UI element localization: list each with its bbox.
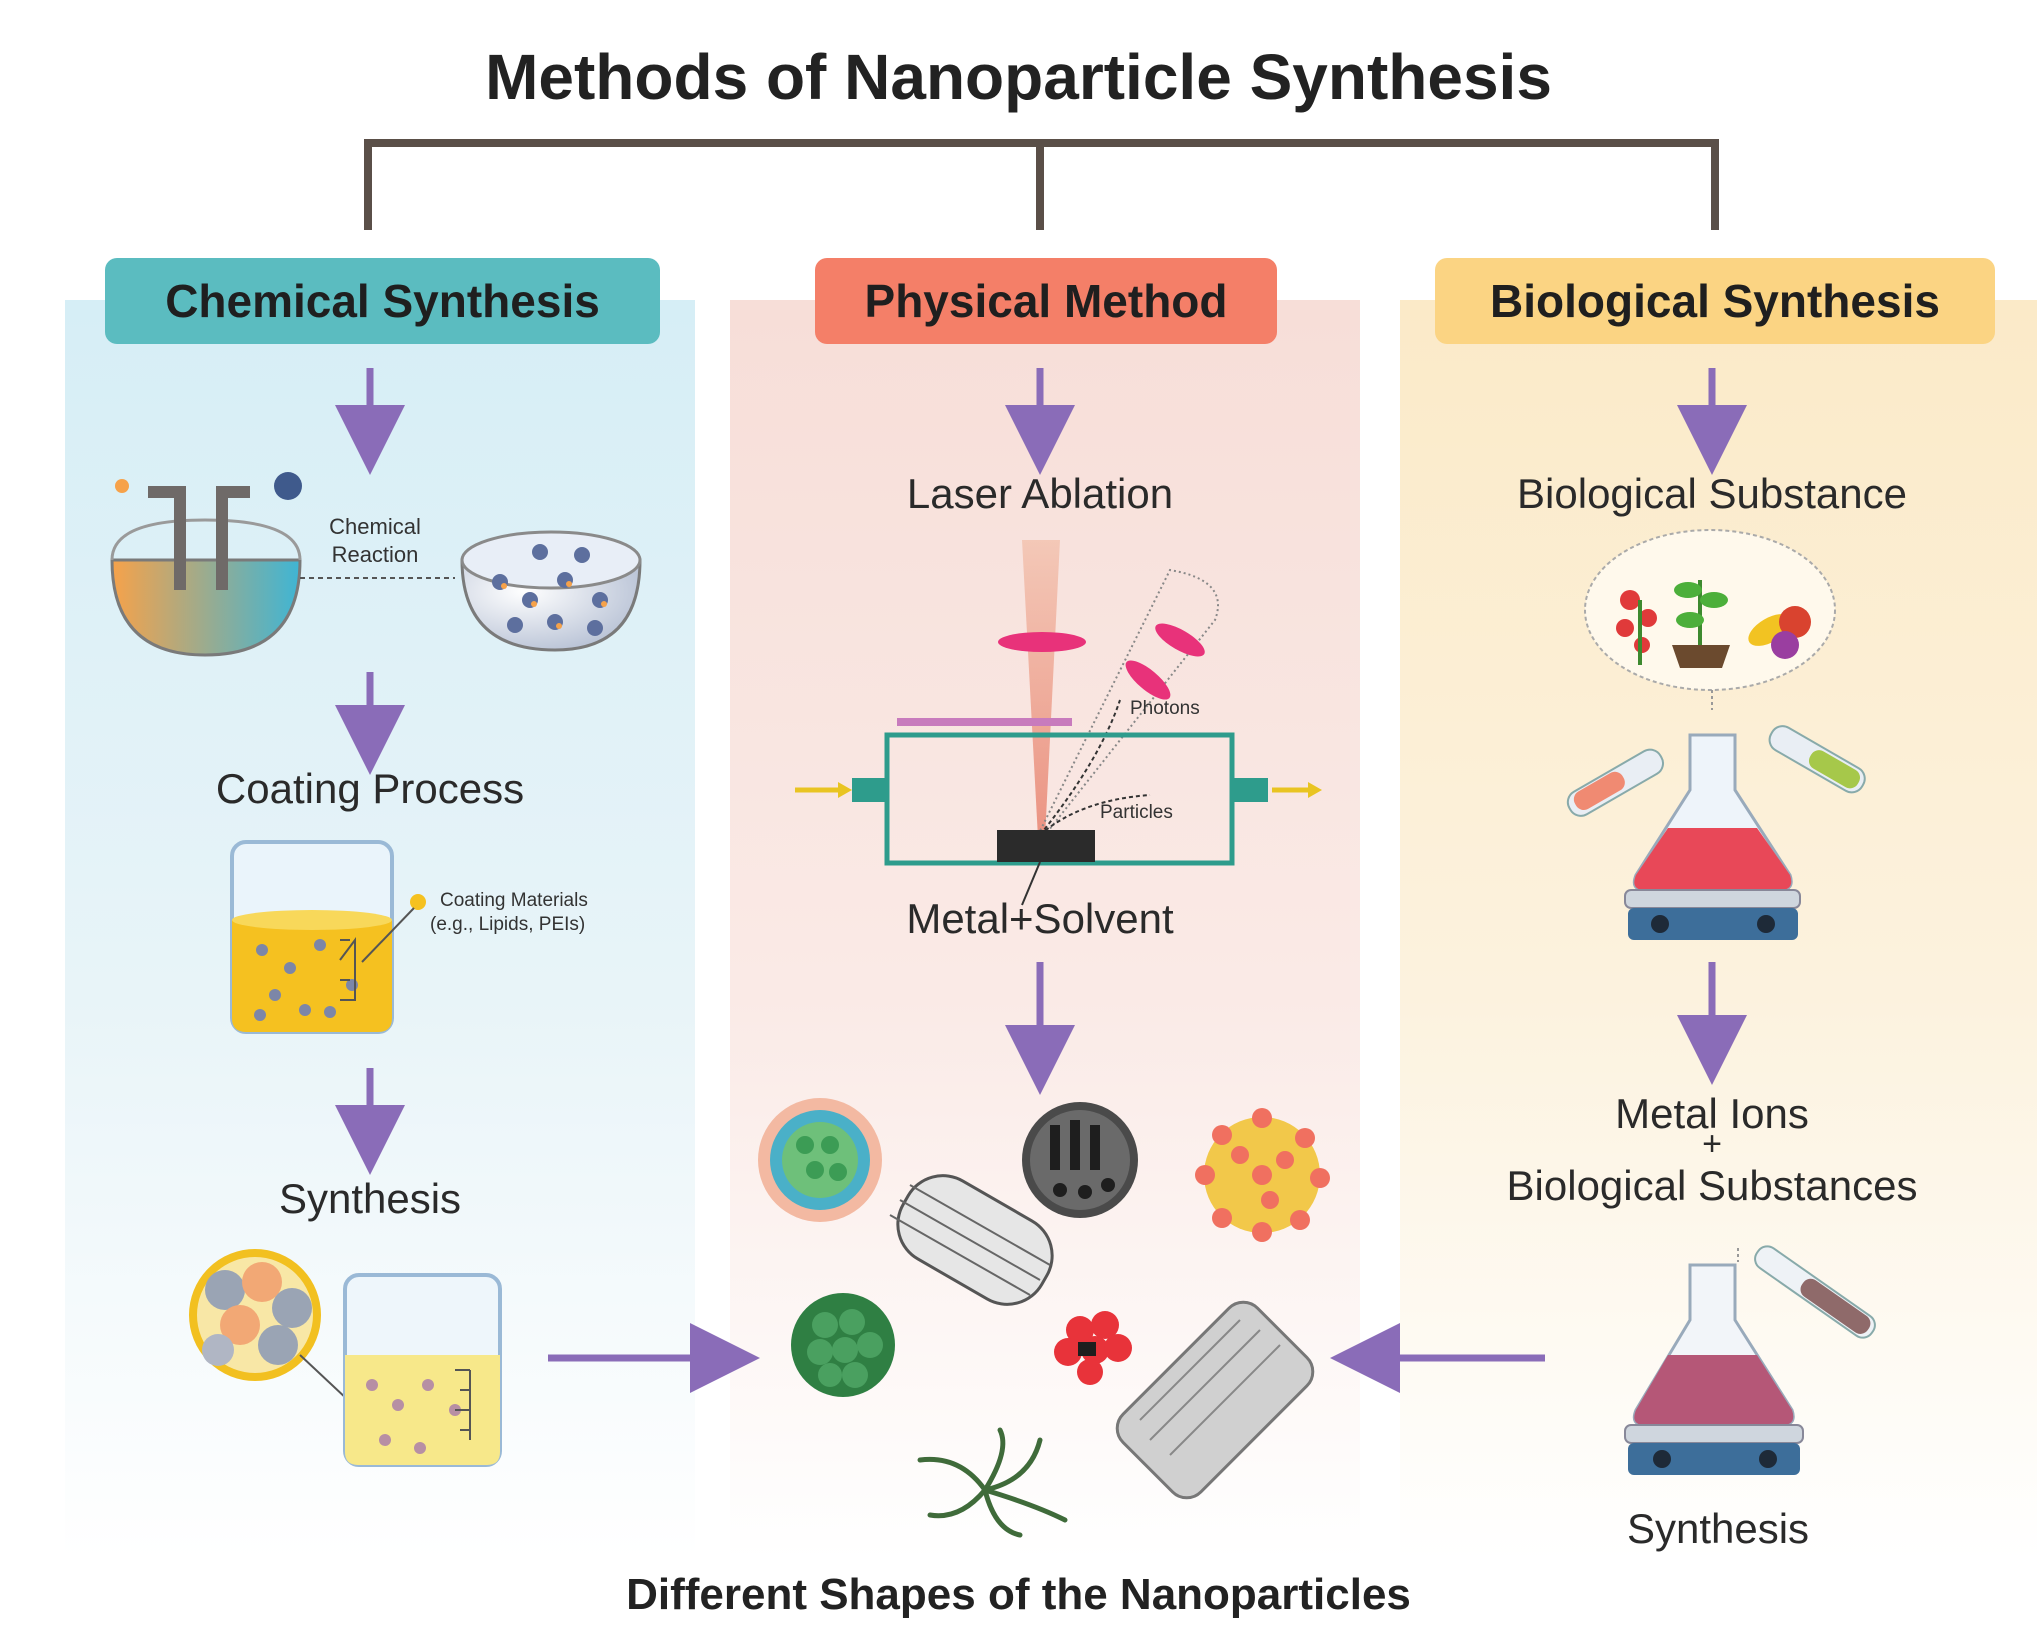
photons-label: Photons <box>1130 698 1200 719</box>
red-cluster-icon <box>1054 1311 1132 1385</box>
porous-nanoparticle-icon <box>1022 1102 1138 1218</box>
coating-materials-label: Coating Materials <box>440 890 588 911</box>
liposome-nanoparticle-icon <box>758 1098 882 1222</box>
biological-synthesis-step-label: Synthesis <box>1626 1505 1810 1552</box>
chemical-synthesis-header: Chemical Synthesis <box>105 258 660 344</box>
metal-solvent-label: Metal+Solvent <box>906 895 1174 942</box>
laser-ablation-icon <box>795 540 1322 906</box>
chemical-synthesis-step-label: Synthesis <box>278 1175 462 1222</box>
particles-label: Particles <box>1100 802 1173 823</box>
plus-sign: + <box>1702 1125 1722 1163</box>
cluster-nanoparticle-icon <box>791 1293 895 1397</box>
physical-method-header: Physical Method <box>815 258 1277 344</box>
synthesis-zoom-circle-icon <box>189 1249 381 1431</box>
diagram-title: Methods of Nanoparticle Synthesis <box>485 41 1552 113</box>
bio-synthesis-flask-icon <box>1624 1245 1876 1475</box>
graphene-sheet-icon <box>1115 1300 1315 1500</box>
coating-beaker-icon <box>230 840 426 1034</box>
biological-synthesis-header: Biological Synthesis <box>1435 258 1995 344</box>
nanotube-icon <box>889 1174 1054 1306</box>
biological-flow-arrows <box>1330 368 1747 1393</box>
bio-flask-stirrer-icon <box>1566 725 1866 940</box>
coating-materials-examples: (e.g., Lipids, PEIs) <box>430 914 586 935</box>
nanoparticle-shapes-caption: Different Shapes of the Nanoparticles <box>626 1570 1411 1619</box>
synthesis-beaker-icon <box>343 1273 502 1467</box>
laser-ablation-label: Laser Ablation <box>906 470 1174 517</box>
metal-ions-label: Metal Ions <box>1615 1090 1809 1137</box>
biological-substance-label: Biological Substance <box>1517 470 1907 517</box>
chemical-flow-arrows <box>335 368 760 1393</box>
reaction-flask-icon <box>110 472 302 657</box>
biological-substance-icon <box>1584 529 1836 691</box>
spiked-nanoparticle-icon <box>1195 1108 1330 1242</box>
coating-process-label: Coating Process <box>215 765 525 812</box>
top-bracket <box>364 139 1719 230</box>
chemical-reaction-label: Chemical Reaction <box>329 514 421 567</box>
nanowire-icon <box>917 1427 1068 1538</box>
nanoparticle-bowl-icon <box>460 530 642 652</box>
biological-substances-label: Biological Substances <box>1506 1162 1918 1209</box>
